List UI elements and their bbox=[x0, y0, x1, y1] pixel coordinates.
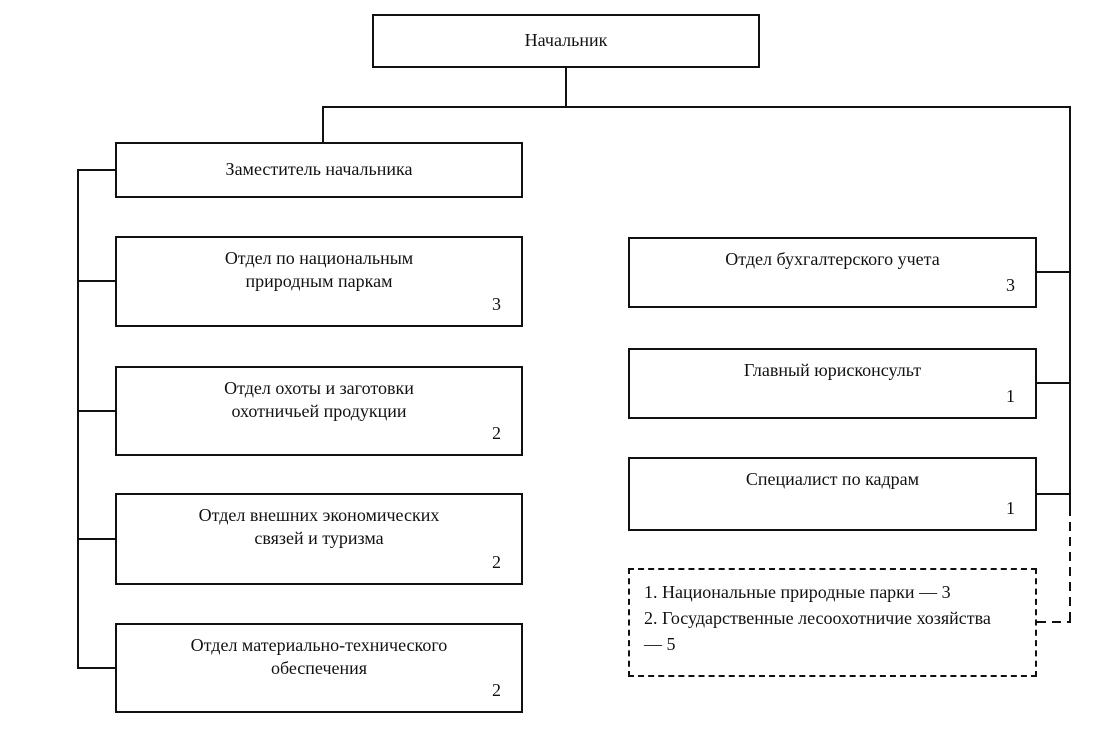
staff-count-badge: 2 bbox=[492, 422, 501, 443]
node-deputy: Заместитель начальника bbox=[115, 142, 523, 198]
legend-item: 1. Национальные природные парки — 3 bbox=[644, 582, 951, 602]
node-chief: Начальник bbox=[372, 14, 760, 68]
node-label: Отдел охоты и заготовки охотничьей проду… bbox=[224, 378, 414, 422]
node-chief-legal-adviser: Главный юрисконсульт 1 bbox=[628, 348, 1037, 419]
staff-count-badge: 1 bbox=[1006, 385, 1015, 406]
node-dept-accounting: Отдел бухгалтерского учета 3 bbox=[628, 237, 1037, 308]
node-deputy-label: Заместитель начальника bbox=[225, 159, 413, 180]
node-dept-logistics: Отдел материально-технического обеспечен… bbox=[115, 623, 523, 713]
node-label: Отдел по национальным природным паркам bbox=[224, 248, 414, 292]
legend-item: 2. Государственные лесоохотничие хозяйст… bbox=[644, 608, 991, 655]
node-label: Отдел материально-технического обеспечен… bbox=[190, 635, 448, 679]
staff-count-badge: 2 bbox=[492, 551, 501, 572]
node-dept-national-parks: Отдел по национальным природным паркам 3 bbox=[115, 236, 523, 327]
legend-box: 1. Национальные природные парки — 3 2. Г… bbox=[628, 568, 1037, 677]
node-hr-specialist: Специалист по кадрам 1 bbox=[628, 457, 1037, 531]
node-label: Отдел внешних экономических связей и тур… bbox=[198, 505, 440, 549]
staff-count-badge: 3 bbox=[1006, 274, 1015, 295]
node-label: Отдел бухгалтерского учета bbox=[725, 249, 940, 269]
staff-count-badge: 3 bbox=[492, 293, 501, 314]
node-chief-label: Начальник bbox=[524, 30, 608, 51]
staff-count-badge: 1 bbox=[1006, 497, 1015, 518]
staff-count-badge: 2 bbox=[492, 679, 501, 700]
node-dept-foreign-economic: Отдел внешних экономических связей и тур… bbox=[115, 493, 523, 585]
node-dept-hunting: Отдел охоты и заготовки охотничьей проду… bbox=[115, 366, 523, 456]
node-label: Главный юрисконсульт bbox=[743, 360, 922, 380]
node-label: Специалист по кадрам bbox=[745, 469, 920, 489]
